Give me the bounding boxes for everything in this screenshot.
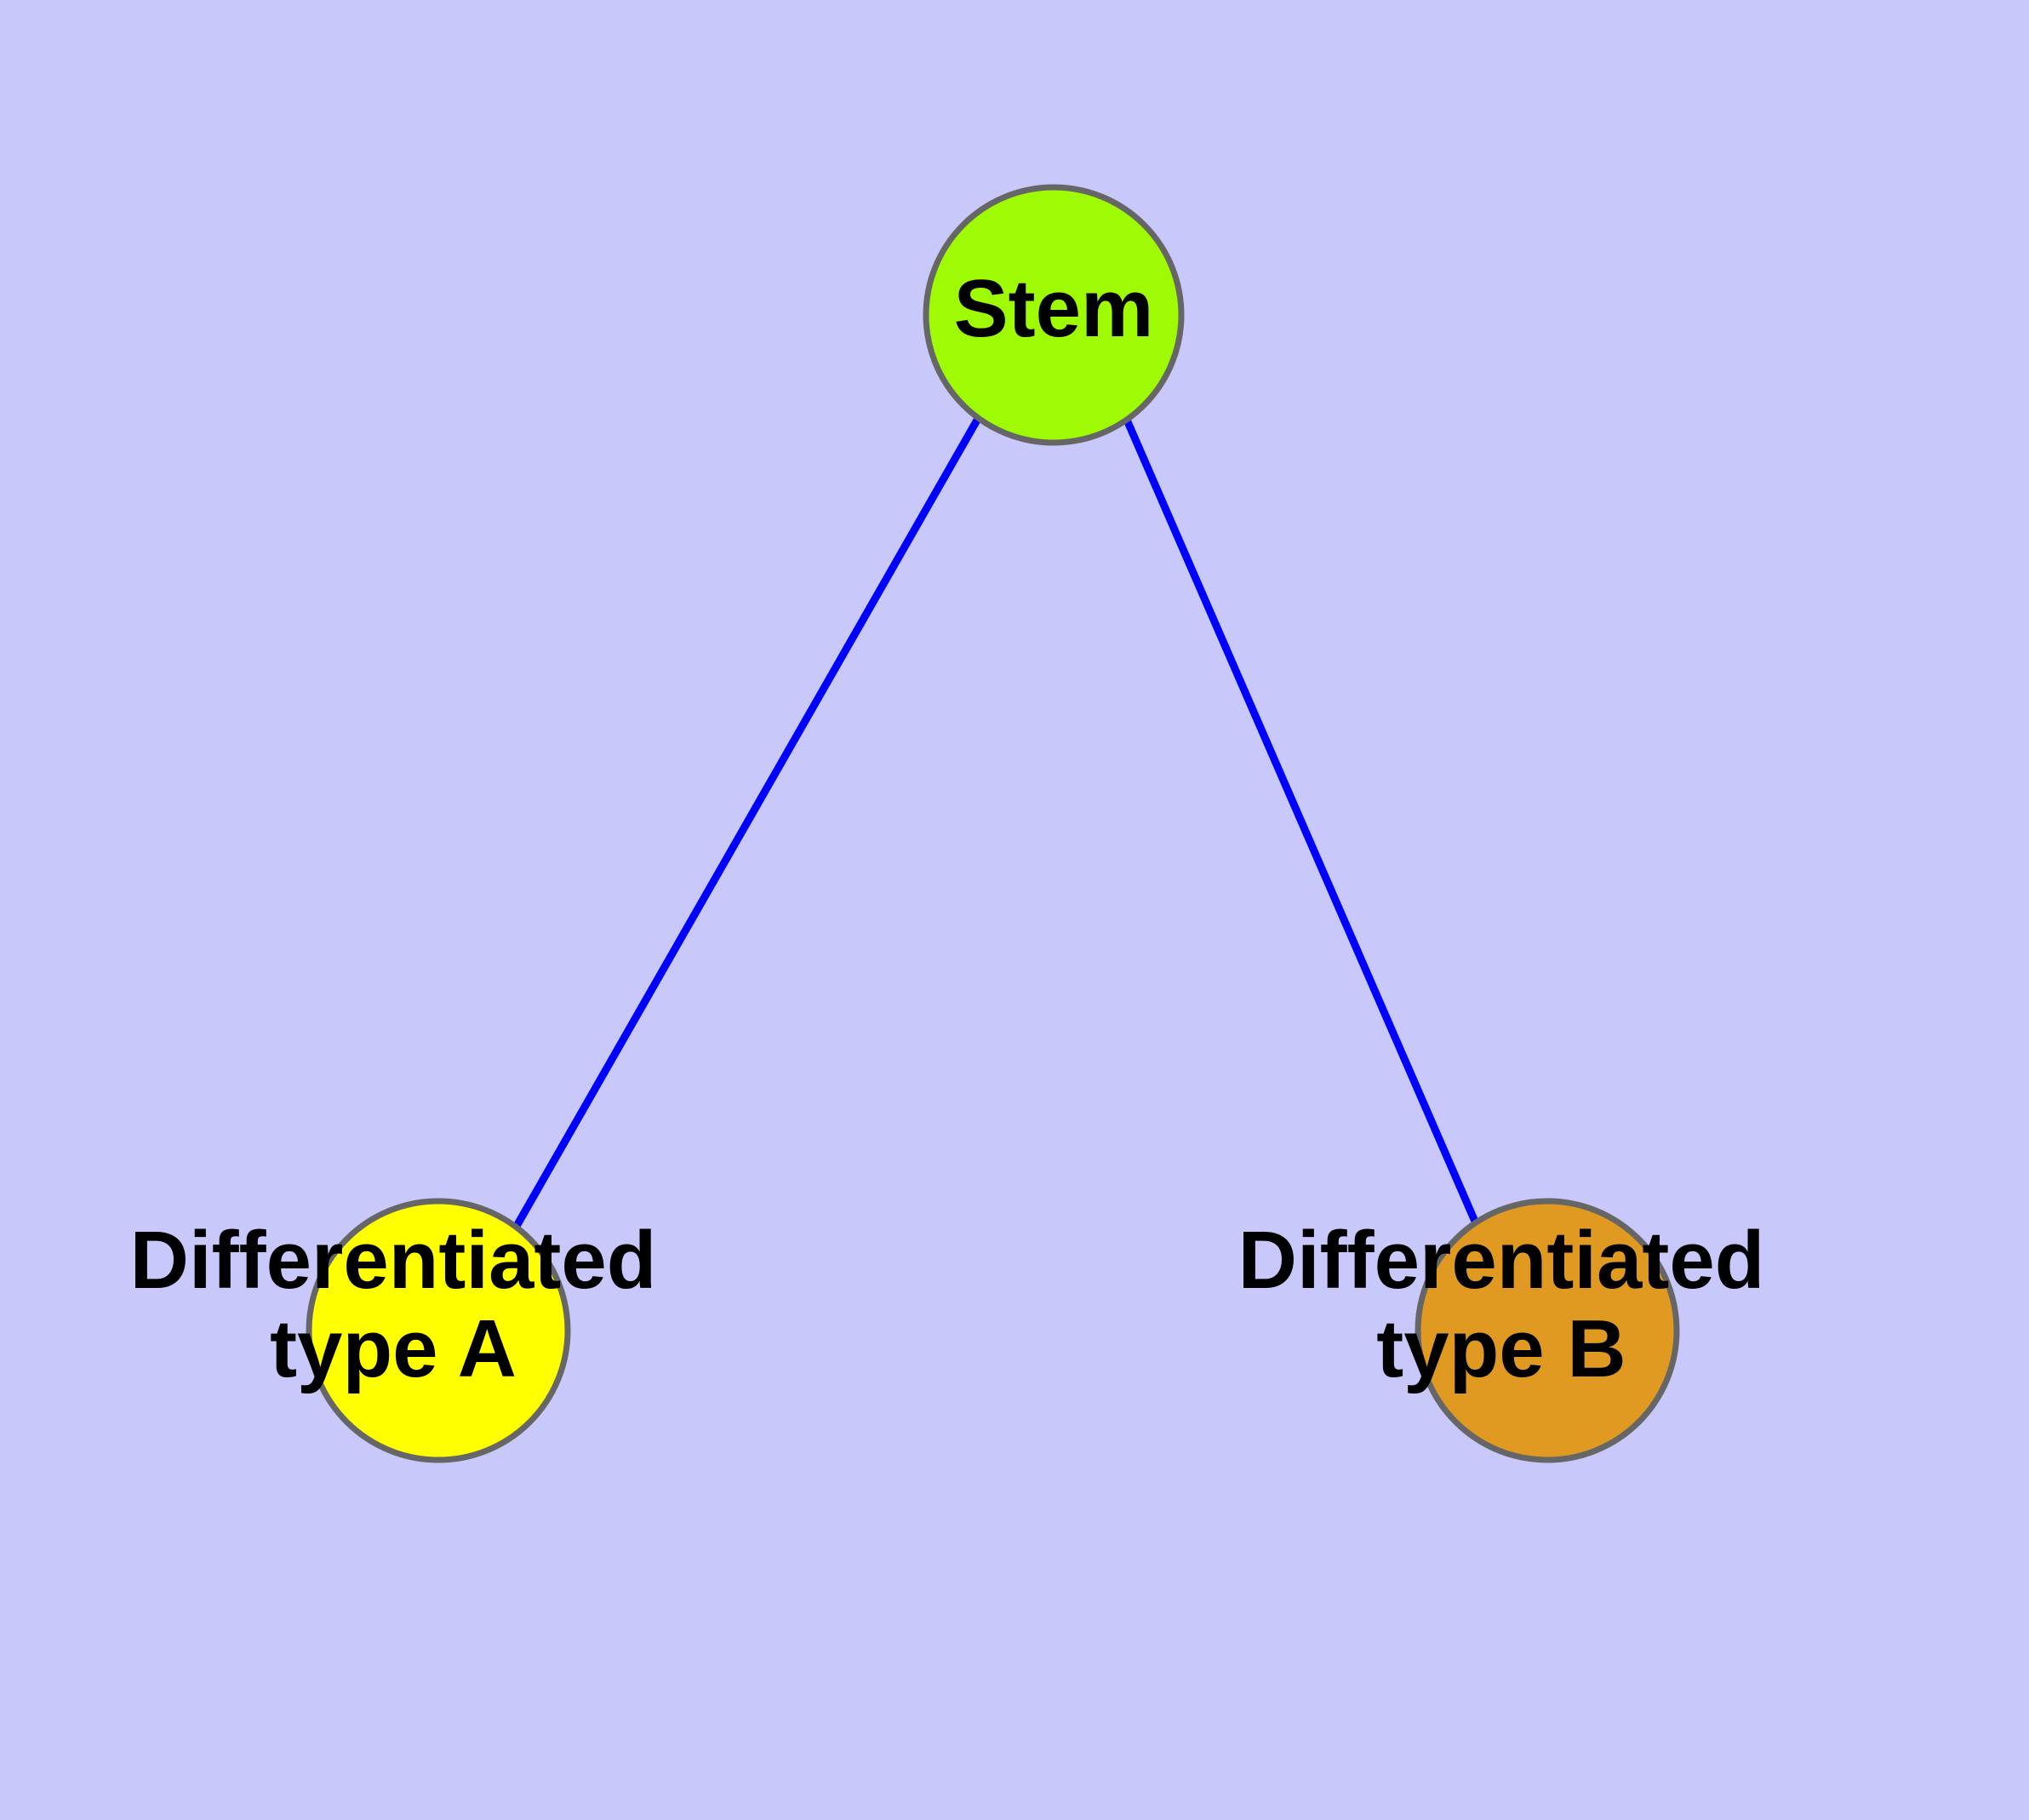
edges-group xyxy=(512,410,1480,1230)
node-label-line: Differentiated xyxy=(1238,1216,1765,1307)
edge-stem-to-diff-b[interactable] xyxy=(1119,410,1480,1225)
node-label-line: Stem xyxy=(954,263,1154,354)
node-diff-a-circle[interactable] xyxy=(306,1198,571,1463)
node-label-line: type B xyxy=(1376,1303,1626,1394)
node-stem-label: Stem xyxy=(954,263,1154,354)
nodes-group xyxy=(306,184,1680,1463)
node-diff-b-circle[interactable] xyxy=(1415,1198,1680,1463)
edge-stem-to-diff-a[interactable] xyxy=(512,415,982,1230)
node-stem-circle[interactable] xyxy=(923,184,1185,446)
node-label-line: Differentiated xyxy=(130,1216,657,1307)
node-label-line: type A xyxy=(270,1303,517,1394)
